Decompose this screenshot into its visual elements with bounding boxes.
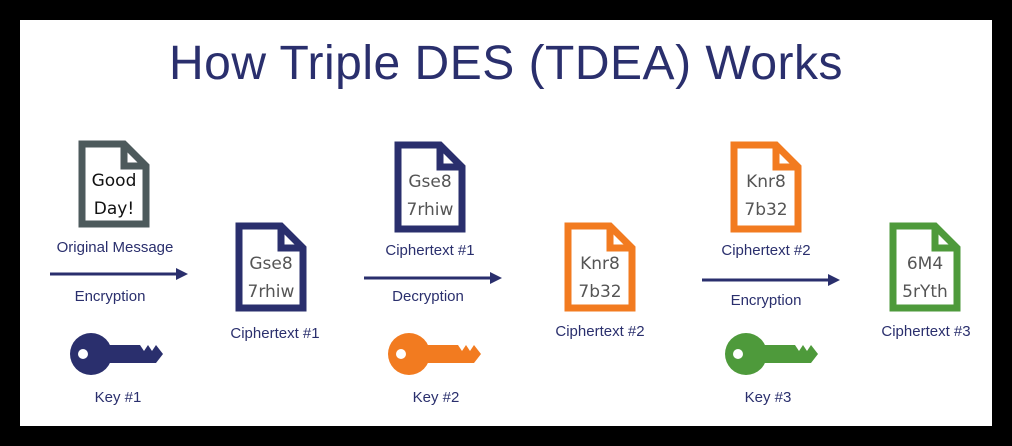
document-ciphertext-1: Gse8 7rhiw bbox=[235, 222, 307, 312]
document-line-1: Good bbox=[91, 171, 137, 191]
arrow-right-icon bbox=[702, 274, 840, 286]
document-line-2: 7rhiw bbox=[247, 282, 295, 302]
document-icon bbox=[564, 222, 636, 312]
document-icon bbox=[78, 140, 150, 228]
document-icon bbox=[889, 222, 961, 312]
document-caption: Ciphertext #1 bbox=[385, 242, 475, 259]
document-icon bbox=[730, 141, 802, 233]
document-ciphertext-1-input: Gse8 7rhiw bbox=[394, 141, 466, 233]
key-label: Key #1 bbox=[94, 389, 142, 406]
key-icon bbox=[70, 333, 163, 375]
document-original-message: Good Day! bbox=[78, 140, 150, 228]
operation-label: Encryption bbox=[730, 292, 802, 309]
document-line-1: Gse8 bbox=[249, 254, 293, 274]
document-ciphertext-3: 6M4 5rYth bbox=[889, 222, 961, 312]
document-line-2: 7b32 bbox=[578, 282, 622, 302]
document-line-1: 6M4 bbox=[906, 254, 944, 274]
key-icon bbox=[388, 333, 481, 375]
diagram-canvas: How Triple DES (TDEA) Works Good Day! Or… bbox=[20, 20, 992, 426]
key-label: Key #2 bbox=[412, 389, 460, 406]
document-line-2: 7b32 bbox=[744, 200, 788, 220]
document-caption: Ciphertext #1 bbox=[230, 325, 320, 342]
document-caption: Ciphertext #3 bbox=[881, 323, 971, 340]
document-ciphertext-2: Knr8 7b32 bbox=[564, 222, 636, 312]
document-caption: Original Message bbox=[56, 239, 174, 256]
document-line-2: 5rYth bbox=[902, 282, 948, 302]
page-title: How Triple DES (TDEA) Works bbox=[168, 37, 844, 90]
document-ciphertext-2-input: Knr8 7b32 bbox=[730, 141, 802, 233]
document-icon bbox=[394, 141, 466, 233]
document-line-1: Knr8 bbox=[580, 254, 620, 274]
arrow-right-icon bbox=[50, 268, 188, 280]
arrow-right-icon bbox=[364, 272, 502, 284]
document-line-1: Knr8 bbox=[746, 172, 786, 192]
document-line-2: 7rhiw bbox=[406, 200, 454, 220]
document-line-1: Gse8 bbox=[408, 172, 452, 192]
document-icon bbox=[235, 222, 307, 312]
operation-label: Encryption bbox=[74, 288, 146, 305]
key-icon bbox=[725, 333, 818, 375]
operation-label: Decryption bbox=[392, 288, 464, 305]
document-caption: Ciphertext #2 bbox=[721, 242, 811, 259]
document-line-2: Day! bbox=[93, 199, 135, 219]
key-label: Key #3 bbox=[744, 389, 792, 406]
document-caption: Ciphertext #2 bbox=[555, 323, 645, 340]
